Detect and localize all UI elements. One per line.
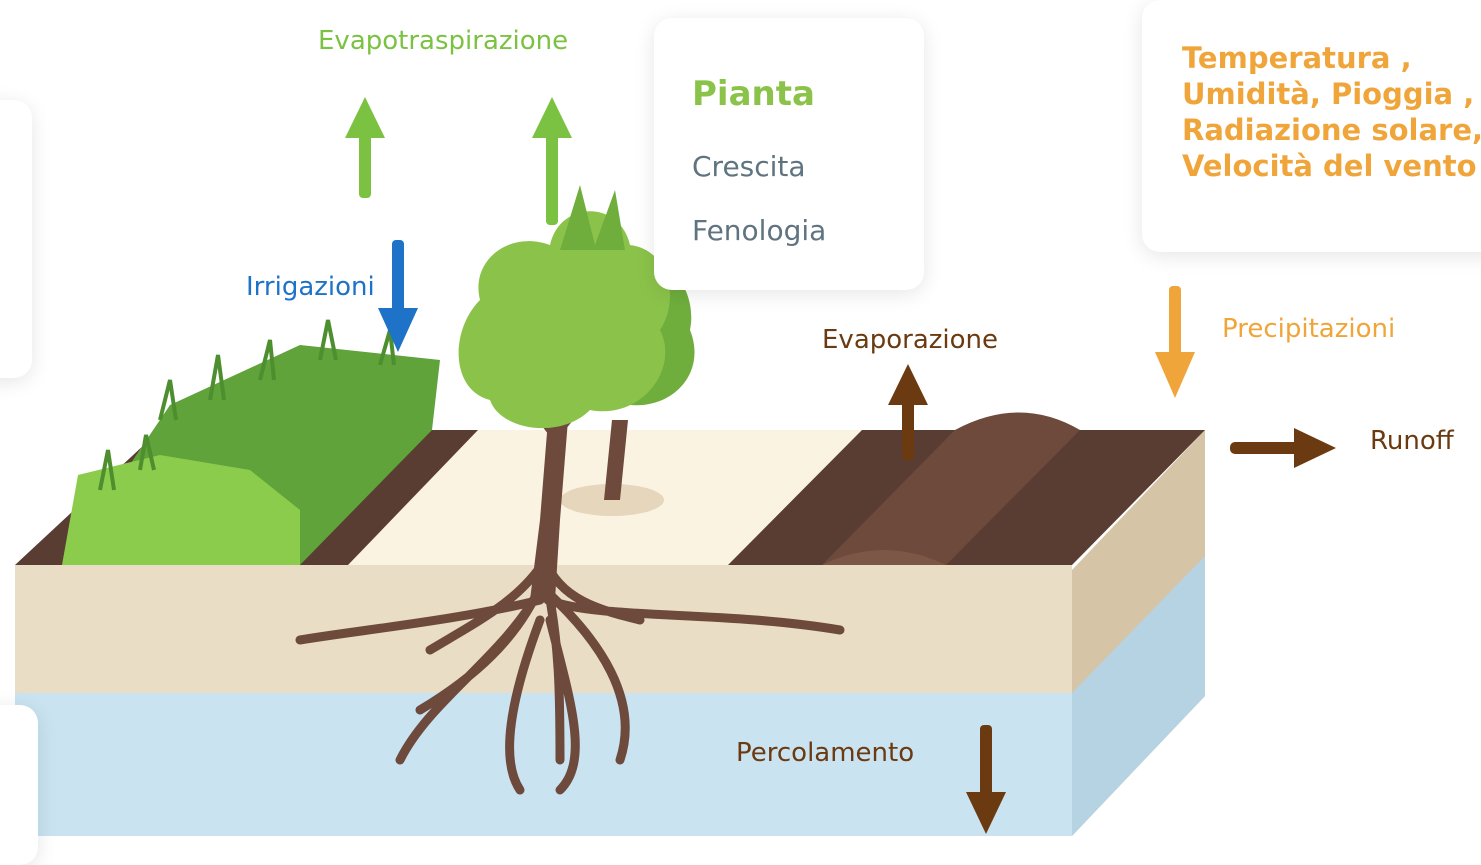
precipitation-arrow-head (1155, 352, 1195, 398)
tree-canopy (458, 211, 670, 429)
evaporation-arrow-head (888, 364, 928, 405)
grass-patch (62, 319, 440, 565)
tree (295, 185, 845, 795)
percolation-arrow (966, 725, 1006, 834)
irrigation-arrow-head (378, 308, 418, 352)
evapotranspiration-arrow-head-2 (532, 97, 572, 138)
irrigation-arrow (378, 240, 418, 352)
evapotranspiration-arrow-head-1 (345, 97, 385, 138)
percolation-arrow-shaft (980, 725, 992, 797)
precipitation-arrow-shaft (1169, 286, 1181, 358)
water-table-layer (15, 693, 1072, 836)
left-info-card-bottom (0, 705, 38, 865)
irrigation-label: Irrigazioni (246, 272, 375, 302)
weather-variables-text: Temperatura , Umidità, Pioggia , Radiazi… (1182, 41, 1481, 183)
runoff-arrow-head (1294, 428, 1336, 468)
runoff-label: Runoff (1370, 426, 1454, 456)
percolation-label: Percolamento (736, 738, 915, 768)
plant-card: Pianta Crescita Fenologia (654, 18, 924, 290)
soil-ridge-front (822, 550, 946, 565)
tree-top-leaves (560, 185, 625, 250)
runoff-arrow (1230, 428, 1336, 468)
left-info-card-top (0, 100, 32, 378)
water-side-face (1072, 556, 1205, 836)
plant-card-title: Pianta (692, 74, 815, 114)
runoff-arrow-shaft (1230, 442, 1302, 454)
grass-light (62, 455, 300, 565)
tilled-soil-strip (822, 430, 1080, 565)
evaporation-label: Evaporazione (822, 325, 999, 355)
precipitation-label: Precipitazioni (1222, 314, 1396, 344)
tree-trunk (530, 420, 568, 600)
tree-roots (295, 555, 845, 795)
irrigation-arrow-shaft (392, 240, 404, 315)
percolation-arrow-head (966, 792, 1006, 834)
water-balance-diagram (15, 97, 1336, 836)
soil-ridge (955, 412, 1080, 430)
evapotranspiration-arrows (345, 97, 572, 225)
tree-back-trunk (604, 420, 628, 500)
evapotranspiration-label: Evapotraspirazione (318, 26, 569, 56)
weather-card: Temperatura , Umidità, Pioggia , Radiazi… (1142, 0, 1481, 252)
evapotranspiration-arrow-shaft-2 (546, 130, 558, 225)
evaporation-arrow (888, 364, 928, 460)
plant-card-item-growth: Crescita (692, 150, 806, 183)
plant-card-item-phenology: Fenologia (692, 214, 827, 247)
evapotranspiration-arrow-shaft-1 (359, 130, 371, 198)
evaporation-arrow-shaft (902, 398, 914, 460)
precipitation-arrow (1155, 286, 1195, 398)
